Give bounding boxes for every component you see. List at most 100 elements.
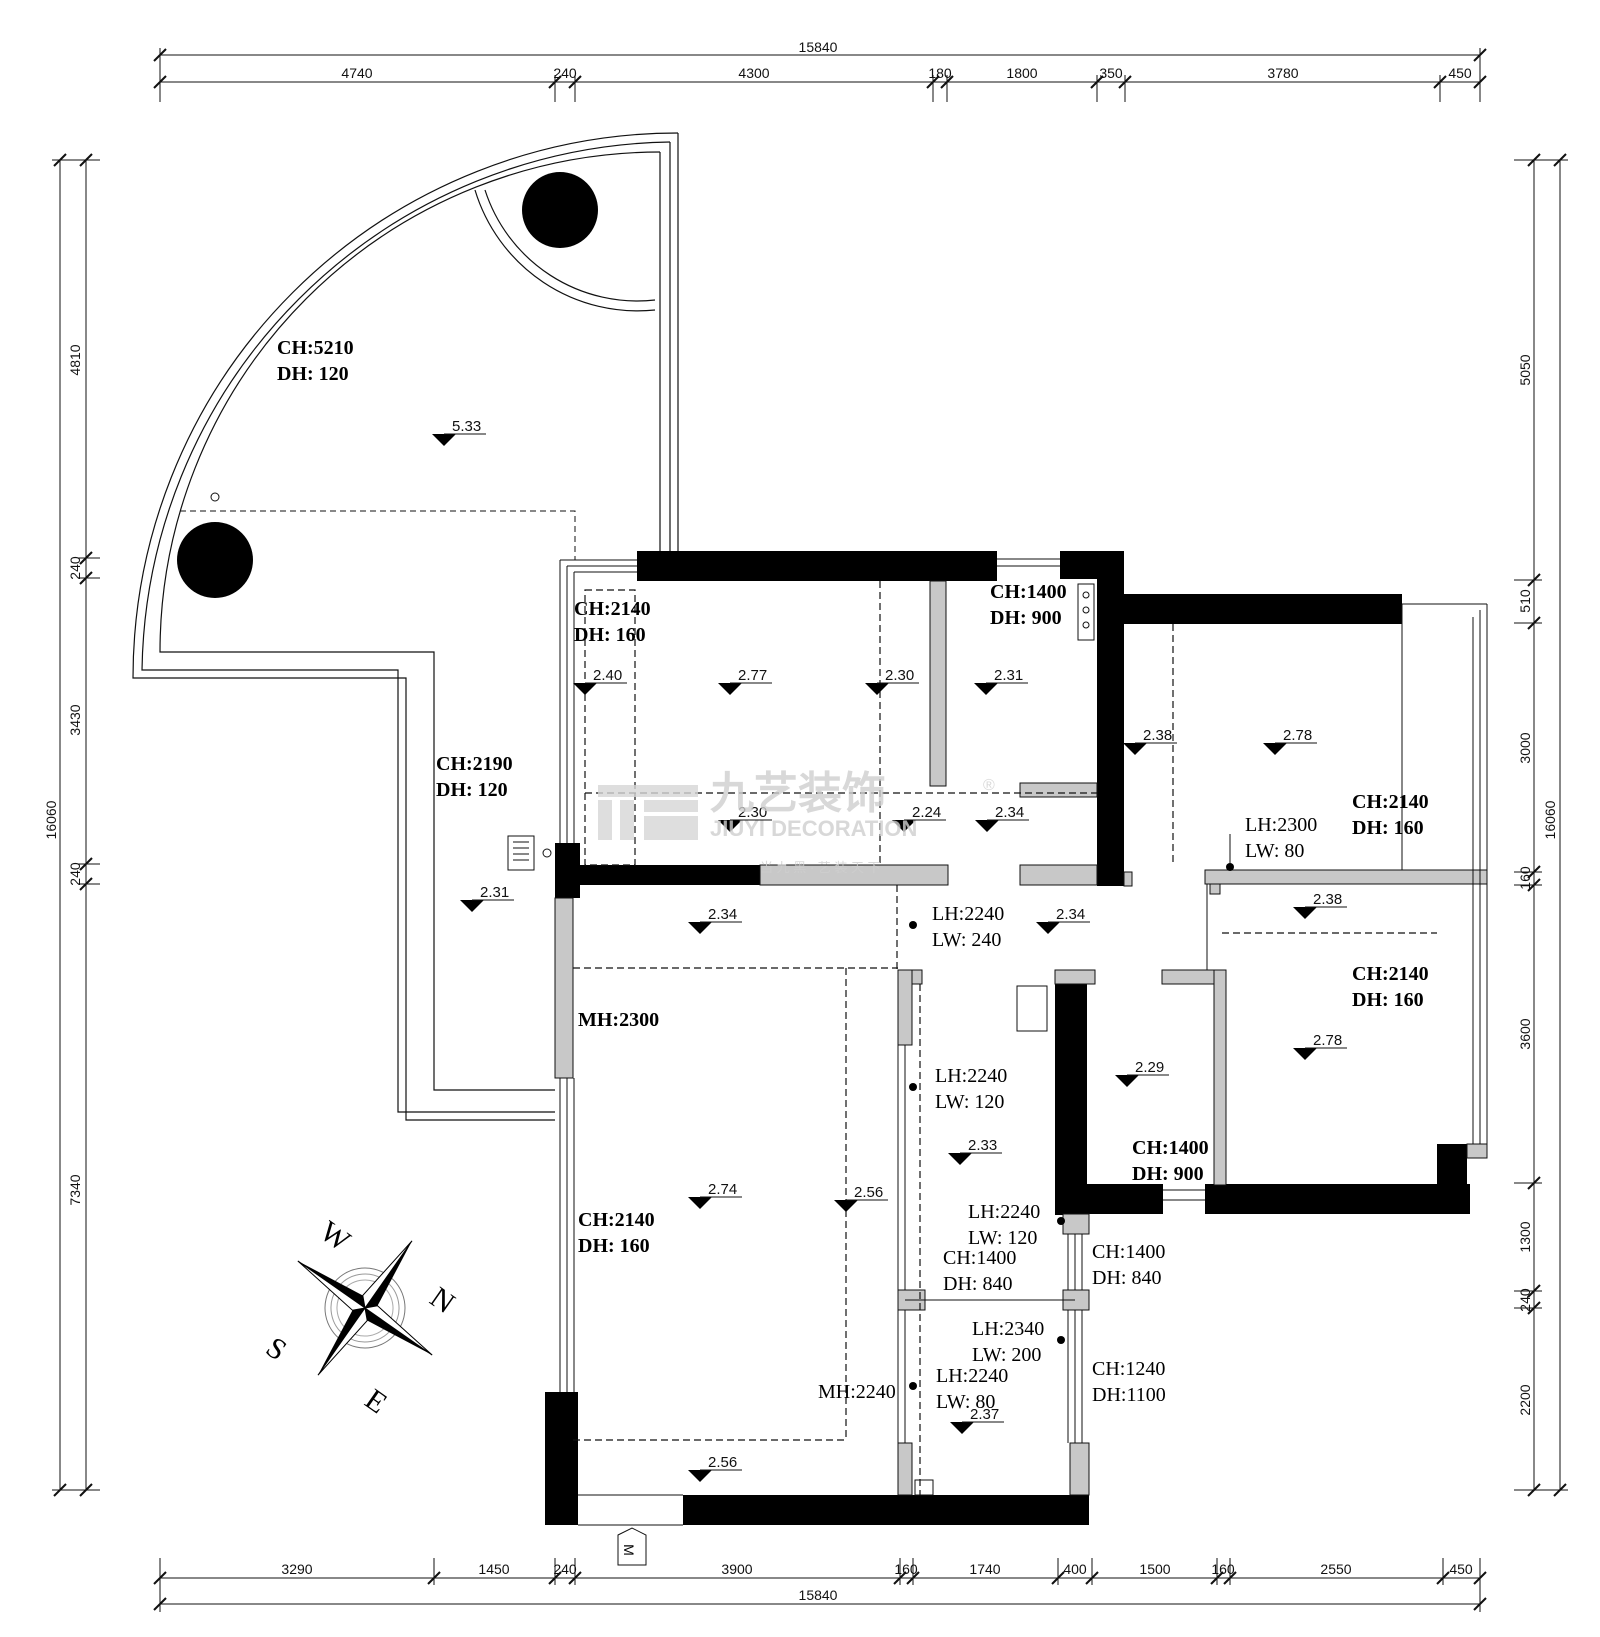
- door2-width: LW: 120: [968, 1227, 1037, 1249]
- hall-door-height: LH:2240: [932, 903, 1004, 925]
- dimension-labels-right: 16060 5050 510 3000 160 3600 1300 240 22…: [1517, 354, 1558, 1415]
- dimension-labels-left: 16060 4810 240 3430 240 7340: [43, 344, 83, 1205]
- ac-unit: [507, 835, 535, 871]
- elevation-value: 2.38: [1143, 727, 1172, 744]
- entry-arrow-icon: M: [617, 1527, 647, 1566]
- bath2-ceiling-height: CH:1400: [1132, 1137, 1209, 1159]
- dim-top-7: 3780: [1267, 65, 1298, 81]
- dim-bottom-6: 1740: [969, 1561, 1000, 1577]
- dim-right-total: 16060: [1542, 800, 1558, 839]
- window2-ceiling-height: CH:1400: [1092, 1241, 1165, 1263]
- elevation-triangle-icon: [718, 683, 742, 695]
- elevation-triangle-icon: [573, 683, 597, 695]
- drain-marker: [542, 848, 552, 858]
- room1-ceiling-height: CH:2140: [574, 598, 651, 620]
- elevation-triangle-icon: [950, 1422, 974, 1434]
- elevation-marker: 2.24: [892, 804, 946, 832]
- dim-top-4: 180: [928, 65, 952, 81]
- elevation-marker: 2.34: [688, 906, 742, 934]
- dimension-labels-top: 15840 4740 240 4300 180 1800 350 3780 45…: [341, 39, 1471, 81]
- compass-rose: [297, 1240, 433, 1376]
- elevation-value: 2.34: [708, 906, 737, 923]
- bath2-ceiling-drop: DH: 900: [1132, 1163, 1204, 1185]
- elevation-marker: 2.37: [950, 1406, 1004, 1434]
- hall-door-width: LW: 240: [932, 929, 1001, 951]
- watermark-registered: ®: [983, 777, 995, 794]
- dim-top-8: 450: [1448, 65, 1472, 81]
- balcony-ceiling-height: CH:5210: [277, 337, 354, 359]
- dimension-lines: [52, 48, 1568, 1612]
- elevation-triangle-icon: [865, 683, 889, 695]
- window3-ceiling-height: CH:1240: [1092, 1358, 1165, 1380]
- elevation-triangle-icon: [1293, 907, 1317, 919]
- terrace-outline: [132, 132, 679, 1121]
- door4-height: LH:2240: [936, 1365, 1008, 1387]
- elevation-marker: 5.33: [432, 418, 486, 446]
- elevation-marker: 2.78: [1263, 727, 1317, 755]
- dim-top-3: 4300: [738, 65, 769, 81]
- elevation-value: 2.40: [593, 667, 622, 684]
- elevation-value: 2.56: [854, 1184, 883, 1201]
- column-marker: [177, 522, 253, 598]
- opening-height-1: MH:2300: [578, 1009, 659, 1031]
- room1-ceiling-drop: DH: 160: [574, 624, 646, 646]
- dim-left-4: 240: [67, 862, 83, 886]
- elevation-value: 2.30: [885, 667, 914, 684]
- watermark-english: JIUYI DECORATION: [710, 816, 917, 841]
- drain-marker: [210, 492, 220, 502]
- elevation-triangle-icon: [975, 820, 999, 832]
- elevation-value: 2.31: [480, 884, 509, 901]
- window-lines: [559, 558, 1488, 1526]
- elevation-triangle-icon: [1036, 922, 1060, 934]
- elevation-triangle-icon: [1115, 1075, 1139, 1087]
- dim-left-total: 16060: [43, 800, 59, 839]
- dim-bottom-11: 450: [1449, 1561, 1473, 1577]
- elevation-marker: 2.30: [718, 804, 772, 832]
- bedroom2-ceiling-drop: DH: 160: [1352, 989, 1424, 1011]
- elevation-value: 2.77: [738, 667, 767, 684]
- living-ceiling-height: CH:2140: [578, 1209, 655, 1231]
- elevation-triangle-icon: [460, 900, 484, 912]
- compass-south: S: [260, 1331, 293, 1368]
- dim-left-1: 4810: [67, 344, 83, 375]
- ceiling-dashed-line: [180, 510, 576, 560]
- elevation-triangle-icon: [688, 1197, 712, 1209]
- elevation-value: 2.56: [708, 1454, 737, 1471]
- elevation-triangle-icon: [1263, 743, 1287, 755]
- corridor-ceiling-drop: DH: 120: [436, 779, 508, 801]
- window2-drop: DH: 840: [1092, 1267, 1161, 1289]
- bedroom-ceiling-height: CH:2140: [1352, 791, 1429, 813]
- opening-height-2: MH:2240: [818, 1381, 896, 1403]
- elevation-value: 2.37: [970, 1406, 999, 1423]
- dim-right-1: 5050: [1517, 354, 1533, 385]
- dim-top-total: 15840: [799, 39, 838, 55]
- dim-bottom-4: 3900: [721, 1561, 752, 1577]
- dim-right-2: 510: [1517, 589, 1533, 613]
- dim-bottom-9: 160: [1211, 1561, 1235, 1577]
- balcony-ceiling-drop: DH: 120: [277, 363, 349, 385]
- dim-top-1: 4740: [341, 65, 372, 81]
- elevation-marker: 2.56: [834, 1184, 888, 1212]
- watermark-brand: 九艺装饰: [710, 769, 886, 818]
- elevation-triangle-icon: [688, 1470, 712, 1482]
- elevation-triangle-icon: [892, 820, 916, 832]
- elevation-triangle-icon: [1123, 743, 1147, 755]
- elevation-marker: 2.56: [688, 1454, 742, 1482]
- elevation-marker: 2.77: [718, 667, 772, 695]
- door1-height: LH:2300: [1245, 814, 1317, 836]
- dim-bottom-8: 1500: [1139, 1561, 1170, 1577]
- dim-left-3: 3430: [67, 704, 83, 735]
- elevation-value: 2.30: [738, 804, 767, 821]
- dim-right-6: 1300: [1517, 1221, 1533, 1252]
- compass-west: W: [314, 1215, 357, 1259]
- elevation-value: 2.29: [1135, 1059, 1164, 1076]
- elevation-marker: 2.29: [1115, 1059, 1169, 1087]
- door3-width: LW: 200: [972, 1344, 1041, 1366]
- watermark-slogan: 当 九 黑 · 艺 装 天 下: [760, 860, 881, 875]
- partition-walls: [554, 580, 1488, 1496]
- elevation-value: 2.34: [995, 804, 1024, 821]
- window1-ceiling-height: CH:1400: [943, 1247, 1016, 1269]
- load-bearing-walls: [545, 551, 1470, 1525]
